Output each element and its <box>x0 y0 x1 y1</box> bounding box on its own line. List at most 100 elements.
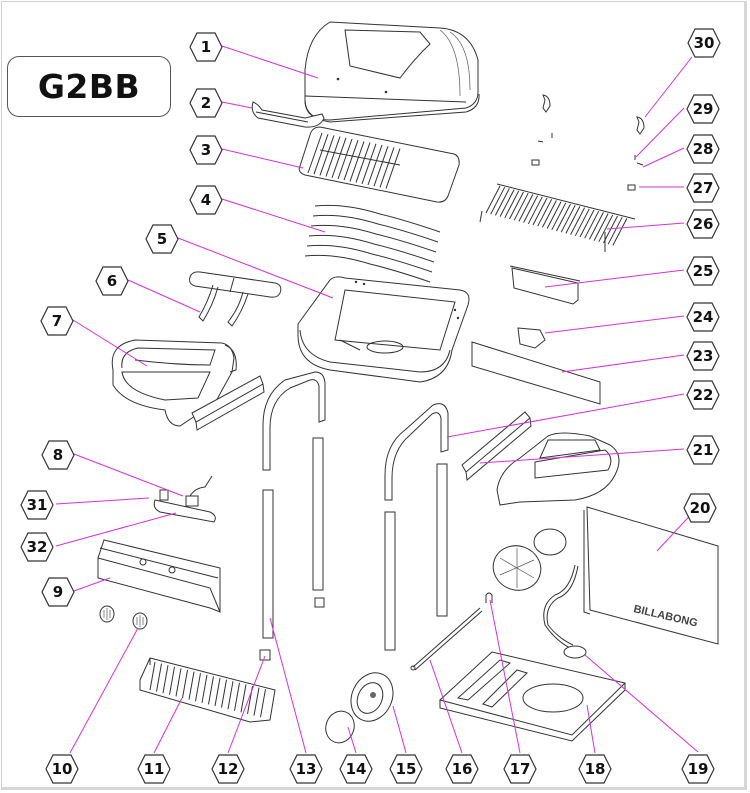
part-lid-handle[interactable] <box>251 101 325 128</box>
callout-number: 5 <box>156 230 168 248</box>
part-warming-rack[interactable] <box>479 183 636 252</box>
part-grease-tray[interactable] <box>509 265 581 305</box>
part-front-crossbar-left[interactable] <box>191 375 265 431</box>
part-hinge-hardware[interactable] <box>531 94 645 191</box>
hexagon-icon <box>686 341 720 371</box>
part-upper-leg-frame-right[interactable] <box>384 403 449 501</box>
callout-ignitor[interactable]: 31 <box>20 490 54 520</box>
callout-number: 4 <box>200 191 212 209</box>
hexagon-icon <box>45 754 79 784</box>
part-lower-legs[interactable] <box>262 437 448 651</box>
callout-number: 24 <box>692 308 714 326</box>
part-grease-cup[interactable] <box>517 327 546 349</box>
part-control-panel[interactable] <box>97 539 221 613</box>
callout-number: 16 <box>451 760 473 778</box>
callout-number: 30 <box>693 34 715 52</box>
callout-warming-rack[interactable]: 26 <box>686 209 720 239</box>
hexagon-icon <box>189 88 223 118</box>
hexagon-icon <box>686 94 720 124</box>
model-title-box: G2BB <box>7 56 171 117</box>
part-back-panel[interactable]: BILLABONG <box>583 506 719 645</box>
hexagon-icon <box>686 256 720 286</box>
hexagon-icon <box>189 185 223 215</box>
hexagon-icon <box>686 435 720 465</box>
callout-number: 11 <box>143 760 165 778</box>
part-cooking-grill-plate[interactable] <box>298 126 460 203</box>
callout-number: 26 <box>692 215 714 233</box>
callout-hinge-nut[interactable]: 27 <box>686 173 720 203</box>
callout-leg-cap[interactable]: 12 <box>211 754 245 784</box>
callout-number: 22 <box>692 386 714 404</box>
part-axle[interactable] <box>410 607 483 671</box>
callout-number: 7 <box>51 312 63 330</box>
callout-hubcap[interactable]: 14 <box>339 754 373 784</box>
callout-hinge-pin[interactable]: 29 <box>686 94 720 124</box>
callout-burner[interactable]: 6 <box>95 266 129 296</box>
callout-lower-leg[interactable]: 13 <box>289 754 323 784</box>
hexagon-icon <box>211 754 245 784</box>
callout-grease-cup[interactable]: 24 <box>686 302 720 332</box>
callout-cotter-pin[interactable]: 17 <box>503 754 537 784</box>
callout-number: 3 <box>200 141 212 159</box>
callout-right-side-shelf[interactable]: 21 <box>686 435 720 465</box>
hexagon-icon <box>189 135 223 165</box>
callout-axle[interactable]: 16 <box>445 754 479 784</box>
callout-rear-panel[interactable]: 23 <box>686 341 720 371</box>
callout-flame-tamer-plate[interactable]: 4 <box>189 185 223 215</box>
hexagon-icon <box>578 754 612 784</box>
callout-hinge-bracket[interactable]: 30 <box>687 28 721 58</box>
callout-manifold[interactable]: 32 <box>20 532 54 562</box>
callout-number: 2 <box>200 94 212 112</box>
callout-back-panel[interactable]: 20 <box>683 493 717 523</box>
hexagon-icon <box>40 306 74 336</box>
callout-grease-tray[interactable]: 25 <box>686 256 720 286</box>
callout-hinge-washer[interactable]: 28 <box>686 134 720 164</box>
part-rear-panel[interactable] <box>471 341 601 405</box>
callout-firebox-bowl[interactable]: 5 <box>145 224 179 254</box>
callout-valve-assembly[interactable]: 8 <box>41 440 75 470</box>
hexagon-icon <box>20 490 54 520</box>
part-control-knobs[interactable] <box>99 605 148 630</box>
callout-control-panel[interactable]: 9 <box>41 577 75 607</box>
hexagon-icon <box>189 32 223 62</box>
hexagon-icon <box>445 754 479 784</box>
callout-wire-basket[interactable]: 11 <box>137 754 171 784</box>
callout-number: 31 <box>26 496 48 514</box>
callout-wheel[interactable]: 15 <box>389 754 423 784</box>
part-regulator-hose[interactable] <box>543 564 587 659</box>
callout-cooking-grill-plate[interactable]: 3 <box>189 135 223 165</box>
part-cotter-pin[interactable] <box>485 592 493 603</box>
part-lid-hood[interactable] <box>304 21 480 123</box>
part-wheel[interactable] <box>343 666 400 728</box>
callout-lid-handle[interactable]: 2 <box>189 88 223 118</box>
part-right-side-shelf[interactable] <box>496 432 620 506</box>
part-wheel-rear[interactable] <box>487 528 567 597</box>
callout-control-knobs[interactable]: 10 <box>45 754 79 784</box>
callout-regulator-and-hose[interactable]: 19 <box>681 754 715 784</box>
hexagon-icon <box>41 440 75 470</box>
part-wire-basket[interactable] <box>139 657 276 723</box>
callout-number: 28 <box>692 140 714 158</box>
part-flame-tamer-plate[interactable] <box>304 204 441 283</box>
part-bottom-shelf[interactable] <box>438 651 626 742</box>
callout-bottom-shelf[interactable]: 18 <box>578 754 612 784</box>
callout-number: 21 <box>692 441 714 459</box>
callout-number: 25 <box>692 262 714 280</box>
part-valve-assembly[interactable] <box>153 475 216 523</box>
callout-number: 8 <box>52 446 64 464</box>
callout-upper-leg-frame[interactable]: 22 <box>686 380 720 410</box>
callout-number: 27 <box>692 179 714 197</box>
callout-lid-hood[interactable]: 1 <box>189 32 223 62</box>
callout-left-side-shelf[interactable]: 7 <box>40 306 74 336</box>
part-upper-leg-frame-left[interactable] <box>262 371 326 471</box>
part-leg-cap[interactable] <box>259 649 271 661</box>
callout-number: 29 <box>692 100 714 118</box>
part-firebox-bowl[interactable] <box>297 276 470 383</box>
part-left-side-shelf[interactable] <box>111 339 237 427</box>
callout-number: 20 <box>689 499 711 517</box>
part-hubcap[interactable] <box>321 707 358 747</box>
hexagon-icon <box>145 224 179 254</box>
part-burner[interactable] <box>189 271 282 327</box>
callout-number: 23 <box>692 347 714 365</box>
